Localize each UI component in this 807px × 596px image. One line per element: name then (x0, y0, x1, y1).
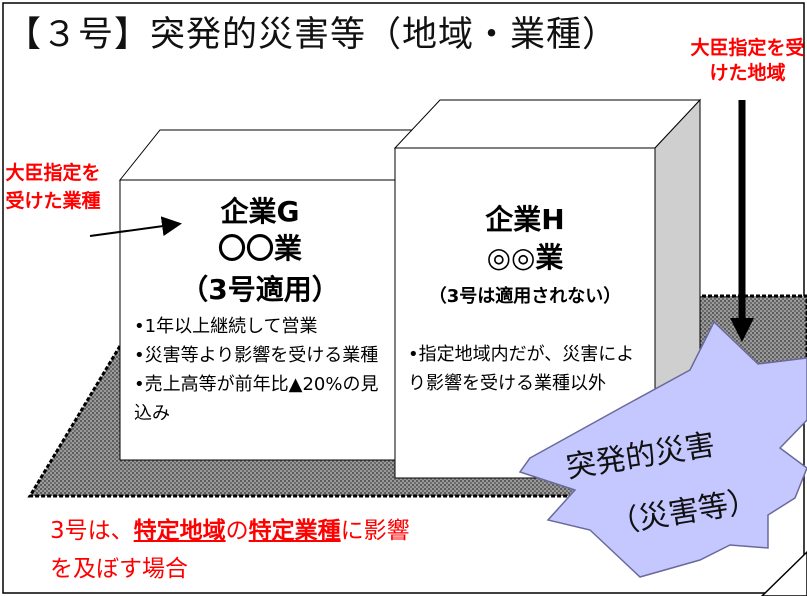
caption-prefix: 3号は、 (50, 518, 134, 544)
caption-region: 特定地域 (133, 518, 226, 544)
company-h-bullets: •指定地域内だが、災害により影響を受ける業種以外 (408, 340, 648, 398)
company-h-note: （3号は適用されない） (428, 286, 622, 307)
company-h-industry: ◎◎業 (486, 241, 564, 274)
page-title: 【３号】突発的災害等（地域・業種） (6, 15, 619, 55)
block-h-top (393, 99, 702, 149)
designated-industry-label: 大臣指定を受けた業種 (5, 162, 101, 212)
company-g-bullets: •1年以上継続して営業 •災害等より影響を受ける業種 •売上高等が前年比▲20%… (134, 312, 396, 428)
company-h-bullet: •指定地域内だが、災害により影響を受ける業種以外 (408, 344, 635, 394)
caption-industry: 特定業種 (248, 518, 341, 544)
company-g-bullet: •売上高等が前年比▲20%の見込み (134, 374, 379, 424)
page-curl (760, 550, 807, 596)
caption-suffix: に影響 (340, 518, 410, 544)
company-g-note: （3号適用） (180, 273, 340, 306)
company-g-name: 企業G (220, 195, 300, 228)
company-g-industry: 〇〇業 (217, 232, 302, 265)
designated-region-label: 大臣指定を受けた地域 (690, 37, 805, 84)
region-arrow-head (730, 318, 754, 342)
caption-suffix-rest: を及ぼす場合 (50, 556, 188, 582)
company-g-bullet: •1年以上継続して営業 (134, 316, 318, 337)
company-h-name: 企業H (485, 203, 565, 236)
industry-arrow (89, 216, 182, 237)
caption: 3号は、特定地域の特定業種に影響 を及ぼす場合 (50, 512, 410, 588)
company-g-bullet: •災害等より影響を受ける業種 (134, 345, 379, 366)
caption-mid: の (225, 518, 249, 544)
disaster-starburst (518, 320, 807, 578)
